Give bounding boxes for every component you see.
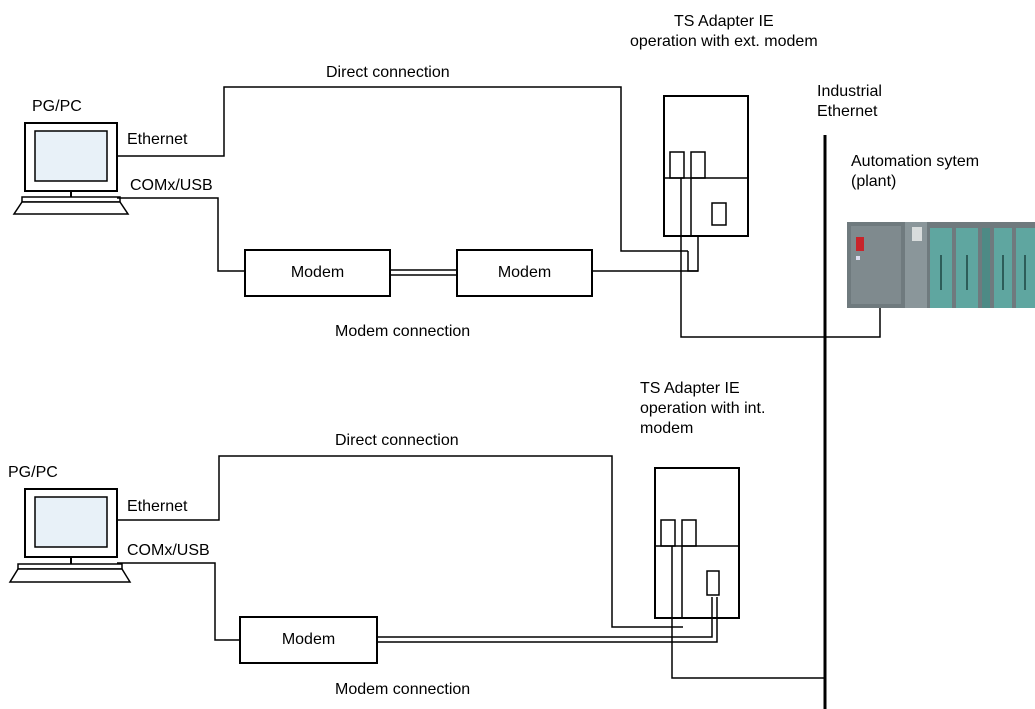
adapter-plc-line-top: [680, 236, 881, 338]
com-label-top: COMx/USB: [130, 177, 213, 194]
modem-box-top-1: [244, 249, 391, 297]
direct-connection-line-top: [117, 86, 688, 252]
modem-adapter-line-top: [592, 235, 699, 272]
modem-connection-label-bottom: Modem connection: [335, 681, 471, 698]
pc-label-bottom: PG/PC: [8, 464, 58, 481]
automation-system-plc: [847, 222, 1035, 308]
direct-connection-label-bottom: Direct connection: [335, 432, 459, 449]
modem-label-bottom: Modem: [281, 631, 336, 648]
modem-box-top-2: [456, 249, 593, 297]
pc-label-top: PG/PC: [32, 98, 82, 115]
pc-bottom-icon: [8, 488, 132, 583]
adapter-label-bottom: TS Adapter IE operation with int. modem: [640, 380, 766, 437]
pc-top-icon: [12, 122, 130, 215]
com-label-bottom: COMx/USB: [127, 542, 210, 559]
direct-connection-line-bottom: [117, 455, 683, 628]
direct-connection-label-top: Direct connection: [326, 64, 450, 81]
com-line-top: [117, 197, 245, 272]
ethernet-label-bottom: Ethernet: [127, 498, 188, 515]
modem-box-bottom: [239, 616, 378, 664]
modem-connection-label-top: Modem connection: [335, 323, 471, 340]
adapter-bus-line-bottom: [671, 618, 825, 679]
automation-system-label: Automation sytem (plant): [851, 153, 980, 190]
ts-adapter-bottom: [654, 467, 740, 619]
ethernet-label-top: Ethernet: [127, 131, 188, 148]
modem-label-top-1: Modem: [290, 264, 345, 281]
adapter-label-top: TS Adapter IE operation with ext. modem: [630, 13, 818, 50]
industrial-ethernet-label: Industrial Ethernet: [817, 83, 882, 120]
ts-adapter-top: [663, 95, 749, 237]
com-line-bottom: [117, 562, 240, 641]
modem-label-top-2: Modem: [497, 264, 552, 281]
